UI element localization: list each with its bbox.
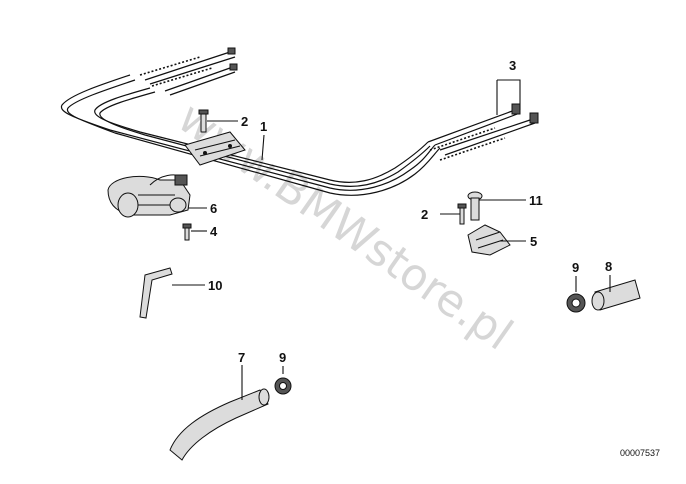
callout-3: 3	[509, 58, 516, 73]
callout-6: 6	[210, 201, 217, 216]
callout-2-lower: 2	[421, 207, 428, 222]
screw-upper[interactable]	[198, 109, 209, 133]
leader-lines	[172, 79, 611, 400]
screw[interactable]	[182, 223, 192, 241]
cable-spiral-left	[139, 56, 213, 87]
cable-spiral-right	[429, 127, 506, 161]
callout-2-upper: 2	[241, 114, 248, 129]
hose-long[interactable]	[169, 388, 270, 461]
cable-end-cap	[529, 112, 539, 124]
callout-8: 8	[605, 259, 612, 274]
cable-end-cap	[227, 47, 236, 55]
hex-key[interactable]	[139, 267, 173, 319]
cable-end-cap	[511, 103, 521, 115]
drive-guide-block	[184, 131, 246, 166]
screw-lower[interactable]	[457, 203, 467, 225]
cable-assembly[interactable]	[60, 47, 539, 196]
bolt-11[interactable]	[467, 191, 483, 221]
callout-11: 11	[529, 193, 543, 208]
callout-10: 10	[208, 278, 222, 293]
callout-9-lower: 9	[279, 350, 286, 365]
hose-clip-right[interactable]	[566, 293, 586, 313]
callout-4: 4	[210, 224, 218, 239]
callouts: 1 2 3 6 4 2 11 5 9 8 10 7 9	[208, 58, 612, 365]
hose-short[interactable]	[591, 279, 641, 311]
hose-clip-lower[interactable]	[274, 377, 292, 395]
cable-end-cap	[229, 63, 238, 71]
callout-5: 5	[530, 234, 537, 249]
callout-9-right: 9	[572, 260, 579, 275]
callout-1: 1	[260, 119, 267, 134]
callout-7: 7	[238, 350, 245, 365]
mounting-bracket[interactable]	[467, 224, 511, 256]
reference-number: 00007537	[620, 448, 660, 458]
drive-motor[interactable]	[107, 174, 191, 218]
